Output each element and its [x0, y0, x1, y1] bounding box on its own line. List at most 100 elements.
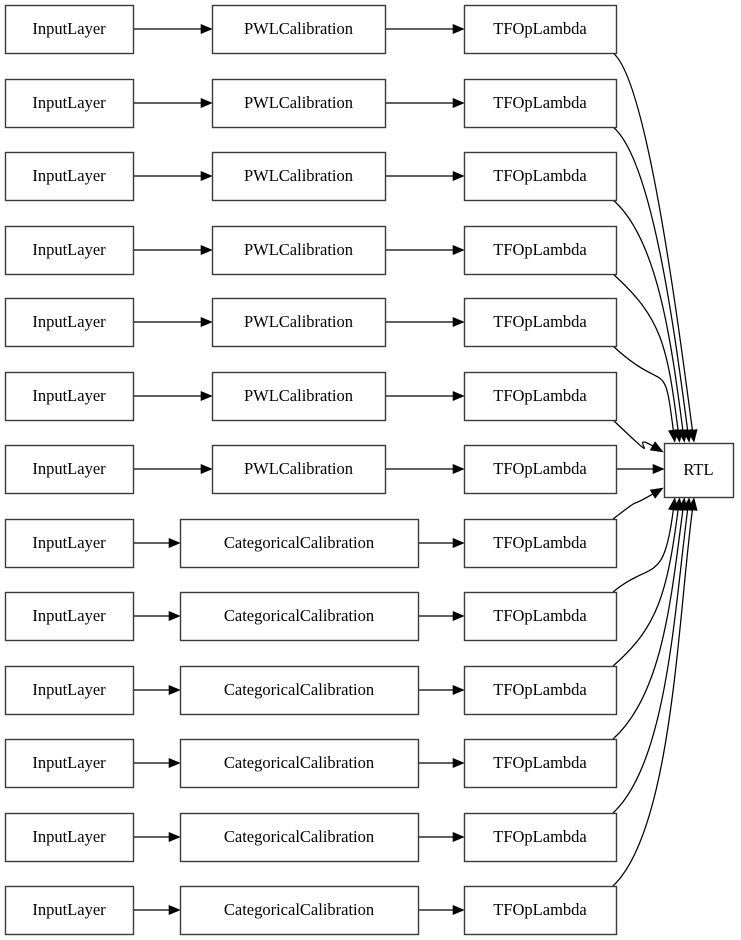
edge-input-to-calibration-4-arrowhead	[200, 316, 213, 328]
edge-calibration-to-lambda-10-arrowhead	[452, 757, 465, 769]
node-input-layer-3[interactable]: InputLayer	[4, 225, 135, 276]
node-input-layer-1[interactable]: InputLayer	[4, 78, 135, 129]
node-input-layer-12-box	[4, 885, 135, 936]
node-categorical-calibration-8[interactable]: CategoricalCalibration	[179, 591, 420, 642]
node-categorical-calibration-10-label: CategoricalCalibration	[224, 753, 374, 772]
node-input-layer-7[interactable]: InputLayer	[4, 518, 135, 569]
node-tf-op-lambda-10-label: TFOpLambda	[493, 753, 587, 772]
node-categorical-calibration-10[interactable]: CategoricalCalibration	[179, 738, 420, 789]
node-categorical-calibration-11[interactable]: CategoricalCalibration	[179, 812, 420, 863]
edge-calibration-to-lambda-5-arrowhead	[452, 390, 465, 402]
node-tf-op-lambda-9-label: TFOpLambda	[493, 680, 587, 699]
edge-input-to-calibration-2	[133, 170, 213, 182]
node-tf-op-lambda-7[interactable]: TFOpLambda	[463, 518, 618, 569]
node-input-layer-10[interactable]: InputLayer	[4, 738, 135, 789]
node-input-layer-2-label: InputLayer	[32, 166, 106, 185]
node-categorical-calibration-12-box	[179, 885, 420, 936]
edge-lambda-to-rtl-7-line	[612, 493, 653, 520]
node-tf-op-lambda-1-box	[463, 78, 618, 129]
node-input-layer-6-box	[4, 444, 135, 495]
node-tf-op-lambda-7-label: TFOpLambda	[493, 533, 587, 552]
node-input-layer-8[interactable]: InputLayer	[4, 591, 135, 642]
node-categorical-calibration-11-label: CategoricalCalibration	[224, 827, 374, 846]
edge-lambda-to-rtl-8-line	[612, 509, 674, 593]
edge-lambda-to-rtl-5	[612, 419, 664, 453]
node-pwl-calibration-0[interactable]: PWLCalibration	[211, 4, 387, 55]
node-categorical-calibration-7-box	[179, 518, 420, 569]
node-tf-op-lambda-10[interactable]: TFOpLambda	[463, 738, 618, 789]
edge-input-to-calibration-4	[133, 316, 213, 328]
edge-calibration-to-lambda-0-arrowhead	[452, 23, 465, 35]
node-input-layer-2[interactable]: InputLayer	[4, 151, 135, 202]
node-tf-op-lambda-6-box	[463, 444, 618, 495]
node-tf-op-lambda-5[interactable]: TFOpLambda	[463, 371, 618, 422]
edge-lambda-to-rtl-10	[612, 497, 689, 740]
node-pwl-calibration-1[interactable]: PWLCalibration	[211, 78, 387, 129]
node-pwl-calibration-6[interactable]: PWLCalibration	[211, 444, 387, 495]
node-input-layer-12[interactable]: InputLayer	[4, 885, 135, 936]
node-input-layer-0-box	[4, 4, 135, 55]
edge-lambda-to-rtl-12-line	[612, 509, 694, 887]
edge-input-to-calibration-11	[133, 831, 181, 843]
node-input-layer-11[interactable]: InputLayer	[4, 812, 135, 863]
node-input-layer-9[interactable]: InputLayer	[4, 665, 135, 716]
node-input-layer-7-box	[4, 518, 135, 569]
edge-calibration-to-lambda-12	[418, 904, 465, 916]
edge-lambda-to-rtl-4-arrowhead	[668, 429, 679, 443]
edge-input-to-calibration-3	[133, 244, 213, 256]
edge-calibration-to-lambda-3	[385, 244, 465, 256]
node-tf-op-lambda-9[interactable]: TFOpLambda	[463, 665, 618, 716]
edge-calibration-to-lambda-1-arrowhead	[452, 97, 465, 109]
edge-input-to-calibration-5-arrowhead	[200, 390, 213, 402]
node-pwl-calibration-3-box	[211, 225, 387, 276]
edge-calibration-to-lambda-8-arrowhead	[452, 610, 465, 622]
node-pwl-calibration-2-label: PWLCalibration	[244, 166, 353, 185]
node-input-layer-0[interactable]: InputLayer	[4, 4, 135, 55]
node-categorical-calibration-9[interactable]: CategoricalCalibration	[179, 665, 420, 716]
node-pwl-calibration-3[interactable]: PWLCalibration	[211, 225, 387, 276]
edge-input-to-calibration-8-arrowhead	[168, 610, 181, 622]
node-tf-op-lambda-4[interactable]: TFOpLambda	[463, 297, 618, 348]
node-input-layer-8-box	[4, 591, 135, 642]
node-input-layer-5-box	[4, 371, 135, 422]
edge-calibration-to-lambda-7-arrowhead	[452, 537, 465, 549]
node-input-layer-5[interactable]: InputLayer	[4, 371, 135, 422]
node-input-layer-4[interactable]: InputLayer	[4, 297, 135, 348]
edge-input-to-calibration-1	[133, 97, 213, 109]
node-input-layer-6-label: InputLayer	[32, 459, 106, 478]
edge-calibration-to-lambda-6-arrowhead	[452, 463, 465, 475]
node-rtl-output-box	[663, 442, 735, 499]
edge-input-to-calibration-5	[133, 390, 213, 402]
node-pwl-calibration-5[interactable]: PWLCalibration	[211, 371, 387, 422]
node-tf-op-lambda-0[interactable]: TFOpLambda	[463, 4, 618, 55]
edge-input-to-calibration-11-arrowhead	[168, 831, 181, 843]
edge-input-to-calibration-0	[133, 23, 213, 35]
node-input-layer-3-box	[4, 225, 135, 276]
node-tf-op-lambda-11[interactable]: TFOpLambda	[463, 812, 618, 863]
node-tf-op-lambda-10-box	[463, 738, 618, 789]
node-input-layer-6[interactable]: InputLayer	[4, 444, 135, 495]
edge-input-to-calibration-8	[133, 610, 181, 622]
node-tf-op-lambda-6[interactable]: TFOpLambda	[463, 444, 618, 495]
node-pwl-calibration-4[interactable]: PWLCalibration	[211, 297, 387, 348]
node-categorical-calibration-12[interactable]: CategoricalCalibration	[179, 885, 420, 936]
node-tf-op-lambda-3[interactable]: TFOpLambda	[463, 225, 618, 276]
node-rtl-output[interactable]: RTL	[663, 442, 735, 499]
node-categorical-calibration-11-box	[179, 812, 420, 863]
node-input-layer-9-label: InputLayer	[32, 680, 106, 699]
node-pwl-calibration-2[interactable]: PWLCalibration	[211, 151, 387, 202]
node-input-layer-2-box	[4, 151, 135, 202]
node-tf-op-lambda-1[interactable]: TFOpLambda	[463, 78, 618, 129]
node-input-layer-0-label: InputLayer	[32, 19, 106, 38]
node-tf-op-lambda-8[interactable]: TFOpLambda	[463, 591, 618, 642]
node-tf-op-lambda-2[interactable]: TFOpLambda	[463, 151, 618, 202]
node-pwl-calibration-0-box	[211, 4, 387, 55]
node-tf-op-lambda-12[interactable]: TFOpLambda	[463, 885, 618, 936]
node-categorical-calibration-7[interactable]: CategoricalCalibration	[179, 518, 420, 569]
edge-lambda-to-rtl-5-line	[612, 419, 653, 450]
edges-layer	[133, 23, 698, 916]
edge-calibration-to-lambda-0	[385, 23, 465, 35]
edge-calibration-to-lambda-2	[385, 170, 465, 182]
